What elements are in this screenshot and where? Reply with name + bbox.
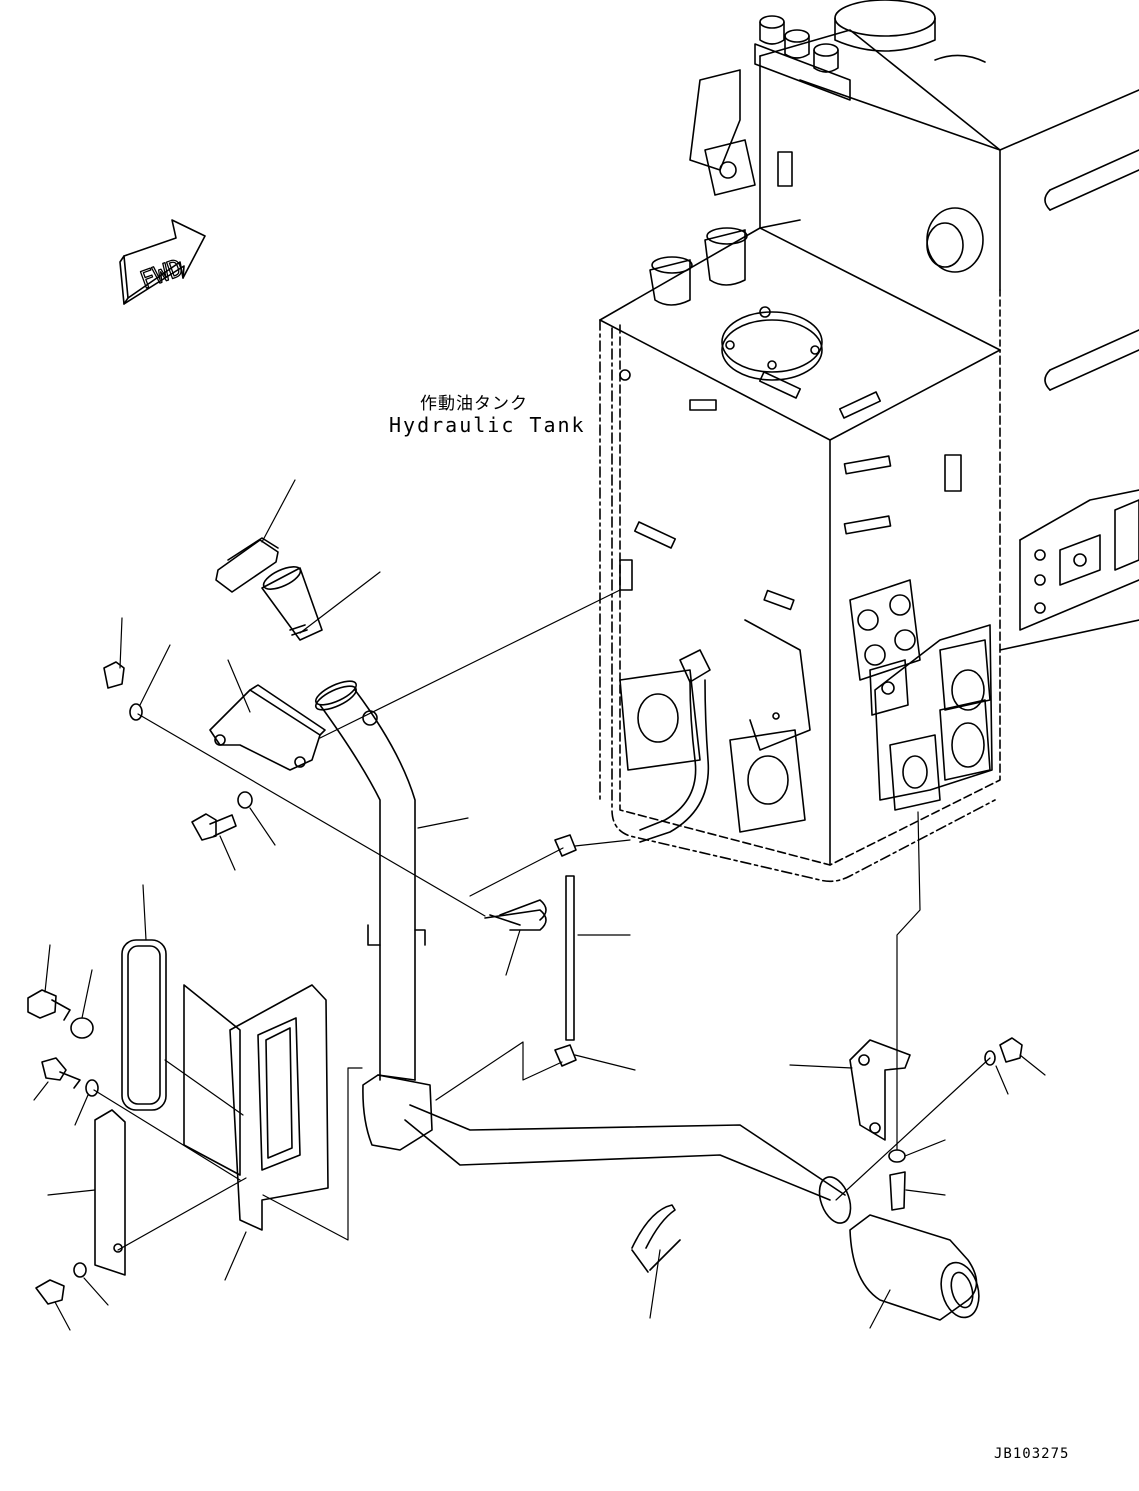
tank-label-japanese: 作動油タンク bbox=[420, 394, 528, 414]
hydraulic-tank bbox=[600, 0, 1139, 881]
drawing-number: JB103275 bbox=[994, 1446, 1070, 1462]
brackets-and-cover bbox=[28, 662, 1022, 1322]
tank-label-english: Hydraulic Tank bbox=[389, 413, 586, 437]
leader-lines bbox=[34, 480, 1045, 1330]
fwd-arrow-icon: FWD bbox=[120, 220, 205, 304]
suction-pipe bbox=[216, 538, 856, 1227]
fwd-label: FWD bbox=[136, 253, 186, 294]
